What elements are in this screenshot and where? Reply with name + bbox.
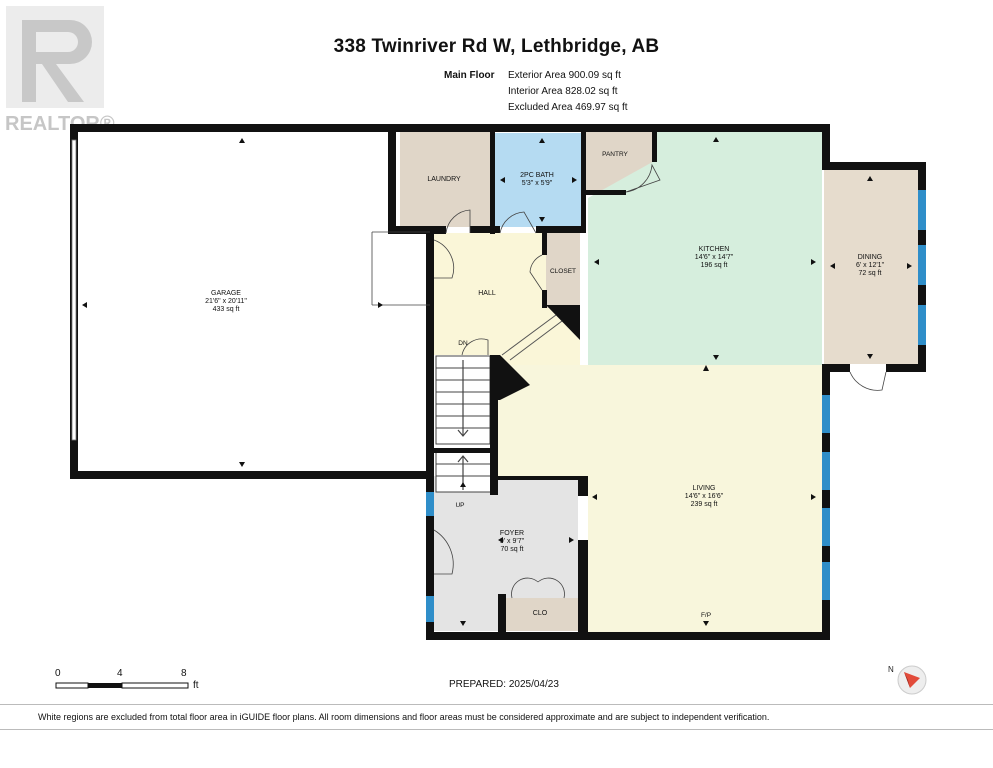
living-area: 239 sq ft [690, 501, 718, 508]
compass-icon: N [888, 665, 927, 695]
room-label-living: LIVING 14'6" x 16'6" 239 sq ft [685, 485, 723, 509]
scale-unit: ft [193, 680, 199, 691]
garage-name: GARAGE [211, 290, 241, 297]
foyer-area: 70 sq ft [500, 546, 524, 553]
foyer-dims: 9' x 9'7" [499, 538, 525, 545]
room-label-dining: DINING 6' x 12'1" 72 sq ft [856, 254, 884, 278]
scale-graphic [55, 682, 189, 689]
dining-area: 72 sq ft [858, 270, 882, 277]
page-title: 338 Twinriver Rd W, Lethbridge, AB [333, 36, 660, 57]
laundry-fill [400, 132, 490, 227]
stair-railing [501, 311, 567, 361]
stairs-down-label: DN [458, 340, 468, 347]
compass-letter: N [888, 665, 894, 674]
bath-name: 2PC BATH [520, 172, 554, 179]
dining-name: DINING [857, 254, 883, 261]
dimension-arrows [82, 137, 912, 626]
closet-fill [546, 233, 580, 308]
prepared-date: PREPARED: 2025/04/23 [449, 679, 559, 690]
closet-name: CLOSET [549, 268, 577, 275]
scale-tick-4: 4 [117, 668, 123, 679]
living-fill [496, 365, 824, 632]
windows [426, 190, 926, 622]
kitchen-dims: 14'6" x 14'7" [694, 254, 734, 261]
exterior-area: Exterior Area 900.09 sq ft [508, 70, 621, 81]
living-name: LIVING [692, 485, 716, 492]
disclaimer-bar [0, 704, 993, 730]
garage-dims: 21'6" x 20'11" [205, 298, 247, 305]
room-label-laundry: LAUNDRY [427, 176, 460, 184]
scale-tick-8: 8 [181, 668, 187, 679]
stairs-up-label: UP [455, 502, 465, 509]
clo-name: CLO [532, 610, 548, 617]
room-label-pantry: PANTRY [602, 151, 628, 159]
dining-dims: 6' x 12'1" [855, 262, 885, 269]
realtor-r-mark [22, 20, 92, 102]
stairs-down [435, 355, 491, 445]
garage-door [71, 139, 77, 441]
room-label-kitchen: KITCHEN 14'6" x 14'7" 196 sq ft [695, 246, 733, 270]
kitchen-fill [588, 131, 822, 365]
kitchen-area: 196 sq ft [700, 262, 728, 269]
room-label-foyer: FOYER 9' x 9'7" 70 sq ft [500, 530, 524, 554]
hall-fill [432, 233, 580, 365]
garage-area: 433 sq ft [212, 306, 240, 313]
laundry-name: LAUNDRY [427, 176, 461, 183]
clo-fill [502, 598, 578, 631]
kitchen-name: KITCHEN [698, 246, 730, 253]
door-swings [371, 163, 887, 599]
dining-fill [824, 170, 920, 364]
interior-area: Interior Area 828.02 sq ft [508, 86, 618, 97]
room-label-garage: GARAGE 21'6" x 20'11" 433 sq ft [205, 290, 247, 314]
floor-plan [70, 124, 926, 640]
room-label-bath: 2PC BATH 5'3" x 5'9" [520, 172, 554, 188]
pantry-name: PANTRY [602, 151, 628, 158]
foyer-name: FOYER [499, 530, 525, 537]
room-label-closet: CLOSET [550, 268, 576, 276]
bath-fill [495, 133, 581, 227]
scale-tick-0: 0 [55, 668, 61, 679]
fireplace-label: F/P [700, 612, 712, 619]
room-label-clo: CLO [533, 610, 547, 618]
bath-dims: 5'3" x 5'9" [521, 180, 553, 187]
hall-name: HALL [478, 290, 496, 297]
realtor-logo: REALTOR® [5, 6, 115, 135]
room-label-hall: HALL [478, 290, 496, 298]
disclaimer-text: White regions are excluded from total fl… [38, 712, 770, 722]
excluded-area: Excluded Area 469.97 sq ft [508, 102, 628, 113]
living-dims: 14'6" x 16'6" [684, 493, 724, 500]
floor-label: Main Floor [444, 70, 495, 81]
